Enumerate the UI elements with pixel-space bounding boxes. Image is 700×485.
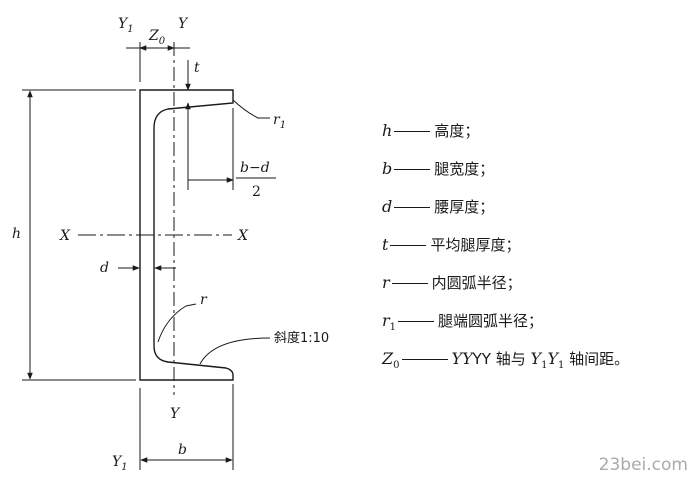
- label-bd-numerator: b−d: [240, 160, 270, 176]
- label-t: t: [194, 60, 200, 76]
- channel-profile: [139, 89, 234, 381]
- label-x-right: X: [237, 228, 249, 244]
- slope-leader: [199, 337, 271, 365]
- label-bd-denominator: 2: [252, 184, 261, 200]
- label-z0: Z0: [148, 28, 166, 47]
- label-y1-top: Y1: [118, 16, 134, 35]
- label-y-bottom: Y: [170, 406, 181, 422]
- watermark: 23bei.com: [598, 455, 688, 475]
- r-leader: [157, 303, 197, 343]
- label-r1: r1: [273, 112, 286, 131]
- label-y-top: Y: [178, 16, 189, 32]
- label-r: r: [200, 292, 208, 308]
- label-b: b: [178, 442, 187, 458]
- label-h: h: [12, 226, 21, 242]
- r1-leader: [232, 99, 270, 119]
- channel-section-diagram: Y1 Z0 Y t r1 b−d 2 h X X d r 斜度1:10 Y Y1…: [12, 16, 329, 473]
- label-slope: 斜度1:10: [274, 330, 329, 346]
- label-x-left: X: [59, 228, 71, 244]
- label-y1-bottom: Y1: [112, 454, 128, 473]
- label-d: d: [100, 260, 109, 276]
